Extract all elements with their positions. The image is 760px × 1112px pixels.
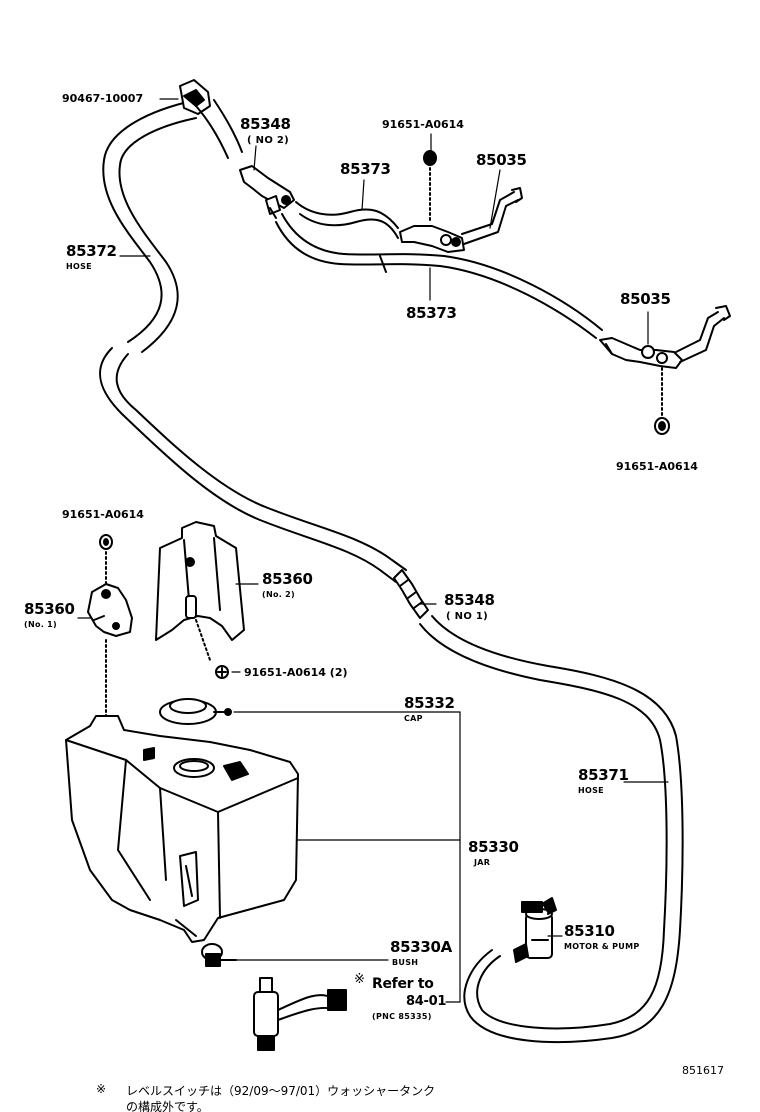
- footnote-mark: ※: [96, 1082, 107, 1096]
- hose-85373-lower: [275, 213, 603, 339]
- label-85348-top-sub: ( NO 2): [247, 135, 290, 146]
- label-91651-top: 91651-A0614: [382, 118, 464, 131]
- label-85371-sub: HOSE: [578, 786, 604, 795]
- bush-85330a: [201, 943, 237, 967]
- label-85310: 85310: [564, 922, 615, 940]
- nut-91651-top: [423, 150, 437, 223]
- label-85330a: 85330A: [390, 938, 452, 956]
- label-85348-mid: 85348: [444, 591, 495, 609]
- ref-pnc: (PNC 85335): [372, 1012, 432, 1021]
- nut-91651-left: [99, 534, 113, 717]
- label-91651-right: 91651-A0614: [616, 460, 698, 473]
- label-85360-no1: 85360: [24, 600, 75, 618]
- label-85348-top: 85348: [240, 115, 291, 133]
- footnote-line1: レベルスイッチは（92/09～97/01）ウォッシャータンク: [126, 1084, 436, 1098]
- label-85310-sub: MOTOR & PUMP: [564, 942, 640, 951]
- cap-85332: [159, 698, 232, 725]
- figure-id: 851617: [682, 1064, 724, 1077]
- label-91651-left: 91651-A0614: [62, 508, 144, 521]
- joint-85348-no2: [239, 165, 295, 219]
- bolt-91651-x2: [215, 665, 229, 679]
- jar-85330: [65, 715, 299, 943]
- label-85332: 85332: [404, 694, 455, 712]
- motor-pump-85310: [513, 897, 557, 963]
- ref-num: 84-01: [406, 994, 447, 1009]
- nut-91651-right: [654, 367, 670, 435]
- ref-text: Refer to: [372, 976, 434, 992]
- level-switch: [253, 977, 347, 1051]
- bracket-85360-no1: [87, 583, 133, 637]
- label-85330a-sub: BUSH: [392, 958, 419, 967]
- label-85035-lower: 85035: [620, 290, 671, 308]
- hose-85371: [419, 615, 684, 1044]
- bracket-85360-no2: [155, 521, 245, 661]
- label-85348-mid-sub: ( NO 1): [446, 611, 489, 622]
- label-85373-lower: 85373: [406, 304, 457, 322]
- label-85330-sub: JAR: [474, 858, 491, 867]
- ref-mark: ※: [354, 972, 365, 987]
- label-85035-upper: 85035: [476, 151, 527, 169]
- label-85373-upper: 85373: [340, 160, 391, 178]
- joint-85348-no1: [393, 569, 429, 619]
- label-85372-sub: HOSE: [66, 262, 92, 271]
- clamp-90467: [179, 79, 211, 115]
- label-90467-10007: 90467-10007: [62, 92, 144, 105]
- nozzle-85035-upper: [399, 187, 523, 253]
- nozzle-85035-lower: [599, 305, 731, 369]
- label-85360-no2-sub: (No. 2): [262, 590, 295, 599]
- label-85330: 85330: [468, 838, 519, 856]
- label-85360-no1-sub: (No. 1): [24, 620, 57, 629]
- footnote-line2: の構成外です。: [126, 1100, 209, 1112]
- label-85371: 85371: [578, 766, 629, 784]
- label-85332-sub: CAP: [404, 714, 423, 723]
- leader-lines: [77, 98, 669, 1003]
- hose-short-upper: [195, 99, 243, 159]
- label-85360-no2: 85360: [262, 570, 313, 588]
- label-91651-x2: 91651-A0614 (2): [244, 666, 348, 679]
- hose-85373-upper: [295, 201, 399, 239]
- hose-85372: [102, 99, 197, 353]
- label-85372: 85372: [66, 242, 117, 260]
- hose-85372-lower: [98, 347, 407, 583]
